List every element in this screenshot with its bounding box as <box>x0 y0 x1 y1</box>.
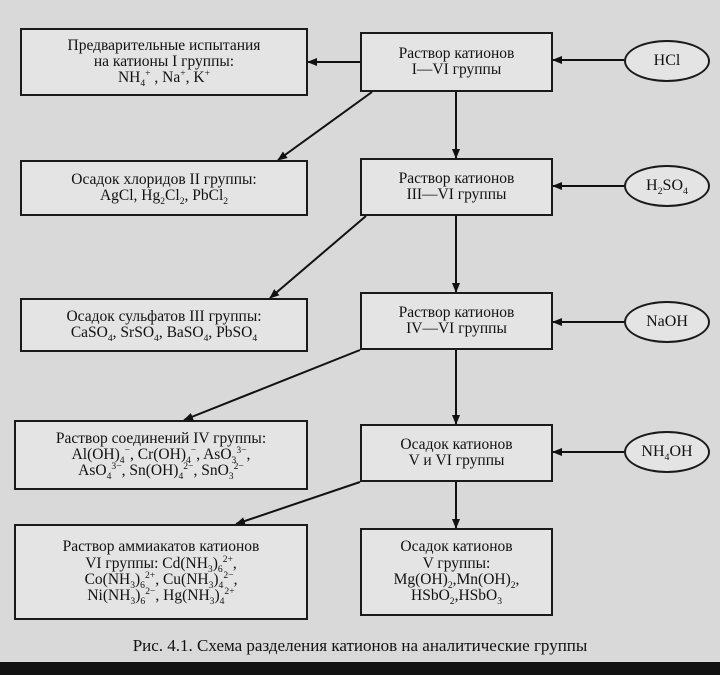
box-line: Al(OH)4−, Cr(OH)4−, AsO33−, <box>71 444 251 466</box>
box-line: Раствор аммиакатов катионов <box>62 538 260 556</box>
figure-caption: Рис. 4.1. Схема разделения катионов на а… <box>132 636 588 655</box>
box-line: Осадок катионов <box>400 538 513 556</box>
box-precipitate-V-VI: Осадок катионов V и VI группы <box>360 424 553 482</box>
box-line: Раствор катионов <box>398 303 515 321</box>
box-line: Осадок сульфатов III группы: <box>66 307 262 325</box>
arrow-left-3 <box>183 349 361 421</box>
reagent-label: HCl <box>653 52 681 69</box>
box-group-III-sulfates: Осадок сульфатов III группы: CaSO4, SrSO… <box>20 298 308 352</box>
box-line: Mg(OH)2,Mn(OH)2, <box>393 571 520 592</box>
box-group-I-tests: Предварительные испытания на катионы I г… <box>20 28 308 96</box>
box-line: V группы: <box>422 554 491 572</box>
box-solution-IV-VI: Раствор катионов IV—VI группы <box>360 292 553 350</box>
box-line: Предварительные испытания <box>67 36 261 54</box>
box-line: Раствор соединений IV группы: <box>55 429 267 447</box>
box-solution-I-VI: Раствор катионов I—VI группы <box>360 32 553 92</box>
reagent-label: H2SO4 <box>646 177 688 198</box>
box-line: AsO43−, Sn(OH)42−, SnO32− <box>78 460 244 483</box>
box-line: Ni(NH3)62−, Hg(NH3)42+ <box>87 586 235 608</box>
box-line: Осадок катионов <box>400 435 513 453</box>
reagent-hcl: HCl <box>624 40 710 82</box>
box-line: IV—VI группы <box>406 320 507 337</box>
box-line: Раствор катионов <box>398 169 515 187</box>
arrow-left-4 <box>235 481 361 525</box>
box-line: HSbO2,HSbO3 <box>411 587 502 608</box>
reagent-label: NaOH <box>646 313 688 330</box>
box-group-VI-ammines: Раствор аммиакатов катионов VI группы: C… <box>14 524 308 620</box>
reagent-h2so4: H2SO4 <box>624 165 710 207</box>
arrow-left-5 <box>277 91 373 161</box>
reagent-label: NH4OH <box>641 443 693 464</box>
box-line: V и VI группы <box>408 452 505 469</box>
box-line: NH4+ , Na+, K+ <box>117 67 211 90</box>
reagent-nh4oh: NH4OH <box>624 431 710 473</box>
box-line: CaSO4, SrSO4, BaSO4, PbSO4 <box>70 324 258 345</box>
box-solution-III-VI: Раствор катионов III—VI группы <box>360 158 553 216</box>
box-line: I—VI группы <box>411 61 502 78</box>
box-line: на катионы I группы: <box>93 52 235 70</box>
box-group-IV-solution: Раствор соединений IV группы: Al(OH)4−, … <box>14 420 308 490</box>
box-precipitate-V: Осадок катионов V группы: Mg(OH)2,Mn(OH)… <box>360 528 553 616</box>
box-line: Осадок хлоридов II группы: <box>71 170 257 188</box>
box-line: VI группы: Cd(NH3)62+, <box>85 553 237 575</box>
arrow-left-2 <box>269 215 367 299</box>
box-line: III—VI группы <box>406 186 507 203</box>
box-line: Co(NH3)62+, Cu(NH3)42−, <box>84 569 238 592</box>
box-line: Раствор катионов <box>398 44 515 62</box>
box-group-II-chlorides: Осадок хлоридов II группы: AgCl, Hg2Cl2,… <box>20 160 308 216</box>
box-line: AgCl, Hg2Cl2, PbCl2 <box>99 187 229 208</box>
reagent-naoh: NaOH <box>624 301 710 343</box>
